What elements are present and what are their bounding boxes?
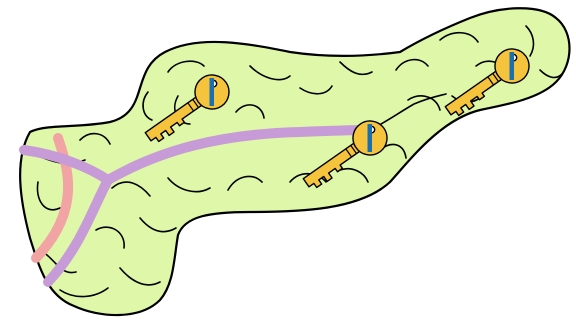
blue-mark bbox=[368, 124, 373, 152]
pancreas-body bbox=[20, 8, 569, 315]
blue-mark bbox=[210, 78, 215, 106]
blue-mark bbox=[510, 52, 515, 80]
